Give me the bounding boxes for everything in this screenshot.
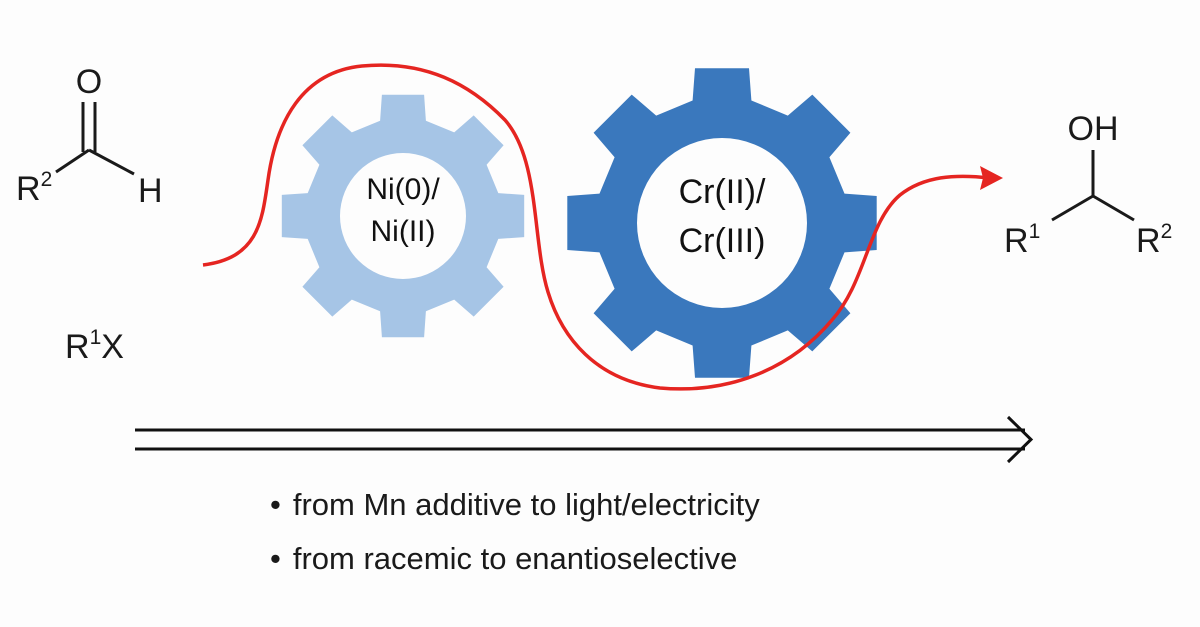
- aldehyde-structure: O R2 H: [16, 63, 163, 210]
- condition-note: • from Mn additive to light/electricity: [270, 478, 970, 532]
- catalytic-flow-curve: [202, 63, 991, 391]
- bullet-dot: •: [270, 541, 281, 576]
- nickel-gear-label-line2: Ni(II): [371, 215, 436, 248]
- condition-note: • from racemic to enantioselective: [270, 532, 970, 586]
- aldehyde-left-bond: [55, 148, 90, 174]
- bullet-dot: •: [270, 487, 281, 522]
- halide-label: R1X: [65, 326, 124, 366]
- chromium-gear-label-line1: Cr(II)/: [679, 173, 766, 211]
- product-hydroxyl: OH: [1068, 110, 1119, 148]
- product-r1-label: R1: [1004, 220, 1040, 260]
- product-r2-superscript: 2: [1161, 220, 1173, 243]
- reaction-arrow-head: [1006, 415, 1034, 464]
- product-r2-label: R2: [1136, 220, 1172, 260]
- aldehyde-right-bond: [88, 148, 135, 176]
- chromium-gear: [567, 68, 877, 378]
- nickel-gear-label-line1: Ni(0)/: [366, 173, 440, 206]
- reaction-arrow: [135, 415, 1034, 464]
- product-structure: OH R1 R2: [1004, 110, 1172, 260]
- product-r1-superscript: 1: [1029, 220, 1041, 243]
- catalytic-flow-arrowhead: [980, 166, 1003, 190]
- product-right-bond: [1092, 194, 1135, 222]
- aldehyde-r2-label: R2: [16, 168, 52, 208]
- aldehyde-r2-superscript: 2: [41, 168, 53, 191]
- halide-superscript: 1: [90, 326, 102, 349]
- condition-note-text: from Mn additive to light/electricity: [292, 487, 760, 522]
- condition-note-text: from racemic to enantioselective: [292, 541, 738, 576]
- aldehyde-oxygen: O: [76, 63, 102, 101]
- product-left-bond: [1051, 194, 1094, 222]
- condition-notes: • from Mn additive to light/electricity •…: [270, 478, 970, 586]
- nickel-gear: [281, 94, 525, 338]
- chromium-gear-label-line2: Cr(III): [679, 222, 766, 260]
- aldehyde-hydrogen: H: [138, 172, 163, 210]
